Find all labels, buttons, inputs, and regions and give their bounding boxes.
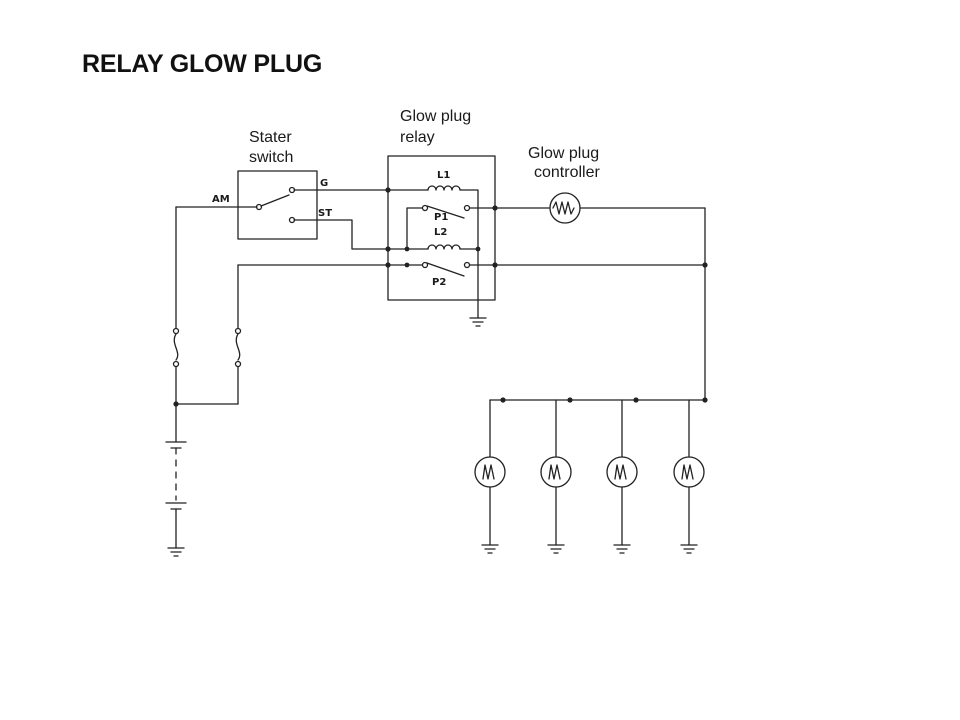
starter-switch-label-line2: switch [249, 149, 294, 166]
glow-plug-controller-label-line1: Glow plug [528, 145, 600, 162]
fuse-left [173, 333, 179, 361]
fuse-right [235, 333, 241, 361]
pin-g-label: G [320, 178, 329, 189]
coil-l2 [427, 244, 461, 250]
pin-st-label: ST [318, 208, 333, 219]
starter-switch-label-line1: Stater [249, 129, 292, 146]
glow-plug-controller [549, 192, 581, 224]
coil-l2-label: L2 [434, 227, 448, 238]
contact-p2 [426, 262, 465, 277]
glow-plug-controller-label-line2: controller [534, 164, 600, 181]
coil-l1-label: L1 [437, 170, 451, 181]
glow-plug-relay-label-line1: Glow plug [400, 108, 472, 125]
page-title: RELAY GLOW PLUG [82, 50, 323, 78]
contact-p1 [426, 205, 465, 219]
switch-blade [260, 194, 290, 207]
glow-plug-4-ground [680, 544, 698, 554]
contact-p1-label: P1 [434, 212, 449, 223]
contact-p2-label: P2 [432, 277, 447, 288]
starter-switch-box [237, 170, 318, 240]
glow-plug-3-ground [613, 544, 631, 554]
battery-symbol [165, 441, 187, 510]
glow-plug-2-ground [547, 544, 565, 554]
relay-ground-symbol [469, 317, 487, 327]
battery-ground-symbol [167, 547, 185, 557]
glow-plug-1-ground [481, 544, 499, 554]
coil-l1 [427, 185, 461, 191]
pin-am-label: AM [212, 194, 230, 205]
glow-plug-relay-label-line2: relay [400, 129, 435, 146]
junction-dots [173, 187, 708, 407]
glow-plug-relay-box [387, 155, 496, 301]
